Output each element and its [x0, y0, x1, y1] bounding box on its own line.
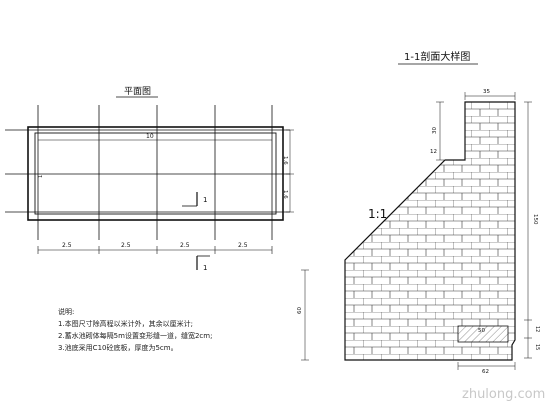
- dim-right-bottom: 12 15: [524, 320, 540, 359]
- plan-grid-horizontal: [5, 129, 290, 213]
- plan-dim-left: 1: [38, 175, 44, 178]
- svg-text:2.5: 2.5: [238, 242, 248, 249]
- notes-item-3: 3.池底采用C10砼底板，厚度为5cm。: [58, 344, 178, 352]
- dim-parapet-height: 30: [432, 101, 444, 161]
- svg-text:30: 30: [432, 127, 438, 134]
- section-title: 1-1剖面大样图: [404, 50, 470, 63]
- slope-label: 1:1: [368, 207, 387, 221]
- svg-text:10: 10: [146, 133, 154, 140]
- section-view: 1-1剖面大样图 1:1 35 30 12 150: [297, 50, 540, 375]
- plan-dim-right: 1.6 1.6: [282, 129, 294, 213]
- pool-outer-wall: [27, 126, 284, 221]
- plan-view: 平面图 10 1.6 1: [5, 86, 294, 272]
- plan-title: 平面图: [124, 86, 151, 97]
- plan-grid-vertical: [37, 105, 273, 240]
- section-cut-mark-upper: 1: [182, 192, 207, 207]
- svg-text:2.5: 2.5: [180, 242, 190, 249]
- svg-text:2.5: 2.5: [62, 242, 72, 249]
- svg-text:150: 150: [532, 214, 538, 225]
- svg-text:62: 62: [482, 369, 489, 375]
- notes-heading: 说明:: [58, 308, 75, 316]
- svg-text:1.6: 1.6: [282, 190, 288, 199]
- dim-total-height: 150: [524, 101, 538, 321]
- dim-top-width: 35: [464, 89, 516, 100]
- svg-text:2.5: 2.5: [121, 242, 131, 249]
- plan-dim-bottom: 2.5 2.5 2.5 2.5: [37, 242, 273, 254]
- watermark-text: zhulong.com: [462, 387, 545, 402]
- svg-text:12: 12: [534, 326, 540, 332]
- svg-text:1: 1: [203, 264, 207, 272]
- section-cut-mark-lower: 1: [196, 255, 210, 272]
- svg-text:35: 35: [483, 89, 490, 95]
- dim-bottom-width: 62: [457, 362, 516, 375]
- svg-text:1: 1: [203, 196, 207, 204]
- svg-text:60: 60: [297, 307, 303, 314]
- dim-step: 12: [430, 149, 437, 155]
- base-footing: [457, 325, 509, 343]
- dim-base-left: 60: [297, 269, 309, 361]
- dim-base-inner: 50: [478, 328, 485, 334]
- svg-text:1.6: 1.6: [282, 156, 288, 165]
- plan-dim-top: 10: [38, 133, 272, 141]
- notes-item-2: 2.蓄水池砌体每隔5m设置变形缝一道，缝宽2cm;: [58, 332, 213, 340]
- notes-block: 说明: 1.本图尺寸除高程以米计外，其余以厘米计; 2.蓄水池砌体每隔5m设置变…: [58, 306, 308, 354]
- notes-item-1: 1.本图尺寸除高程以米计外，其余以厘米计;: [58, 320, 194, 328]
- brick-wall-section: [344, 101, 516, 361]
- svg-text:15: 15: [534, 344, 540, 350]
- pool-inner-wall: [34, 132, 277, 215]
